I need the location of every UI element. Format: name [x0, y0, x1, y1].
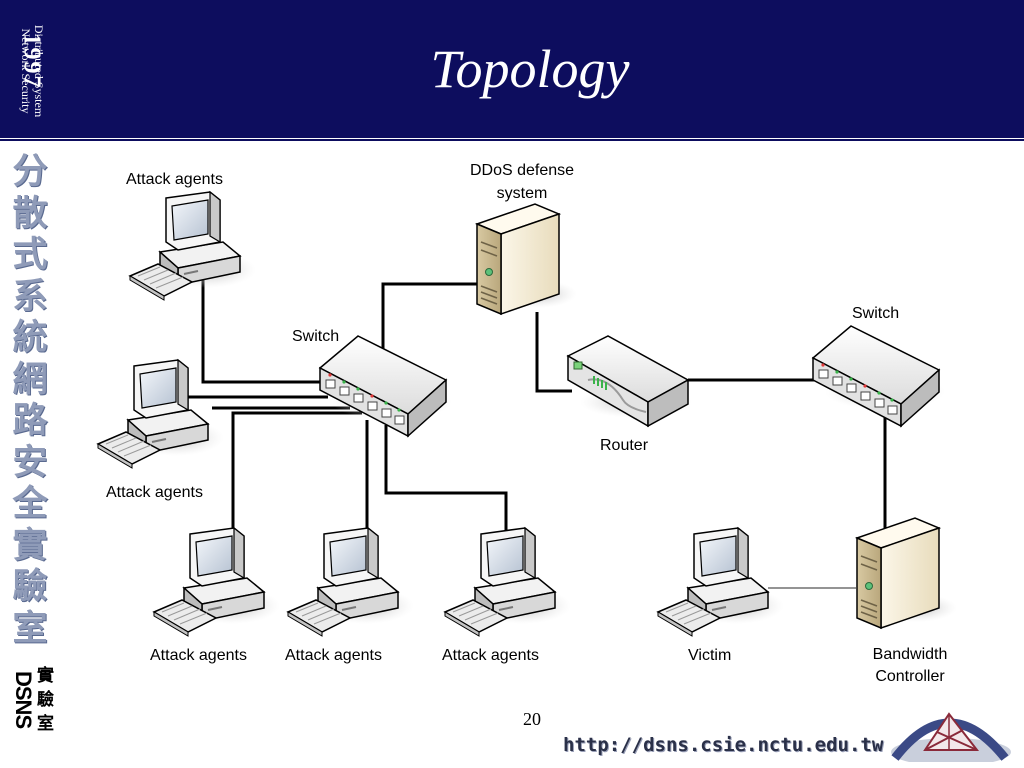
label-switch-right: Switch — [852, 305, 900, 322]
computer-icon — [97, 359, 225, 469]
computer-icon — [444, 527, 572, 637]
label-victim: Victim — [688, 647, 732, 664]
label-ddos-defense-line2: system — [496, 185, 548, 202]
nctu-logo — [891, 712, 1011, 762]
slide-title: Topology — [430, 39, 630, 99]
router-icon — [567, 335, 693, 427]
header-divider-thin — [0, 139, 1024, 141]
link-switch-ddos — [381, 282, 478, 360]
server-icon — [856, 517, 958, 629]
page-number: 20 — [523, 709, 541, 729]
dsns-logo: DSNS 實驗室 — [8, 664, 58, 760]
link-ddos-router — [535, 312, 572, 393]
computer-icon — [129, 191, 257, 301]
label-switch-left: Switch — [292, 328, 340, 345]
label-bandwidth-controller: Bandwidth Controller — [850, 644, 970, 688]
label-ddos-defense: DDoS defense system — [452, 159, 592, 205]
link-agent-bottom-1 — [231, 411, 362, 530]
footer-url: http://dsns.csie.nctu.edu.tw — [563, 734, 884, 756]
label-agent-mid-left: Attack agents — [106, 484, 203, 501]
link-agent-bottom-3 — [384, 425, 508, 530]
header-bar: Topology — [0, 0, 1024, 134]
sidebar — [0, 141, 62, 768]
switch-icon — [319, 335, 453, 437]
label-router: Router — [600, 437, 649, 454]
computer-icon — [153, 527, 281, 637]
label-agent-bottom-2: Attack agents — [285, 647, 382, 664]
lab-name-vertical: 分散式系統網路安全實驗室 — [12, 152, 48, 648]
dsns-logo-lab: 實驗室 — [37, 666, 54, 733]
link-agent-top-left — [201, 275, 332, 384]
header-divider — [0, 134, 1024, 138]
switch-icon — [812, 325, 946, 427]
server-icon — [476, 203, 578, 315]
computer-icon — [657, 527, 785, 637]
label-agent-top-left: Attack agents — [126, 171, 223, 188]
computer-icon — [287, 527, 415, 637]
label-bandwidth-line1: Bandwidth — [872, 646, 948, 663]
network-links — [182, 275, 887, 530]
label-agent-bottom-1: Attack agents — [150, 647, 247, 664]
label-ddos-defense-line1: DDoS defense — [469, 162, 575, 179]
label-agent-bottom-3: Attack agents — [442, 647, 539, 664]
label-bandwidth-line2: Controller — [875, 668, 945, 685]
